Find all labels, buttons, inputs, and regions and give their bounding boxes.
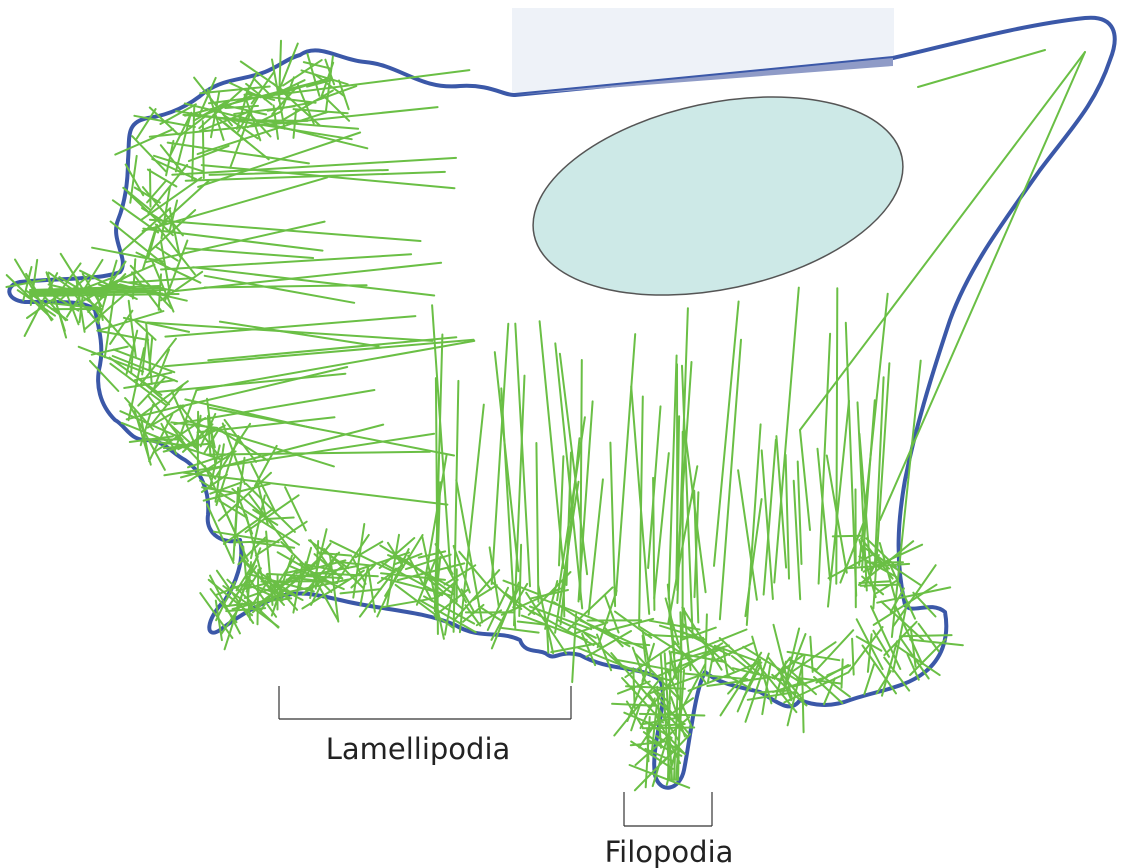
actin-filament — [633, 668, 634, 708]
actin-filament — [150, 170, 151, 207]
actin-filament — [258, 570, 259, 625]
actin-filament — [842, 659, 843, 687]
lamellipodia-label: Lamellipodia — [326, 732, 511, 766]
actin-filament — [836, 288, 837, 584]
actin-filament — [653, 478, 654, 610]
filopodia-label: Filopodia — [605, 835, 734, 868]
